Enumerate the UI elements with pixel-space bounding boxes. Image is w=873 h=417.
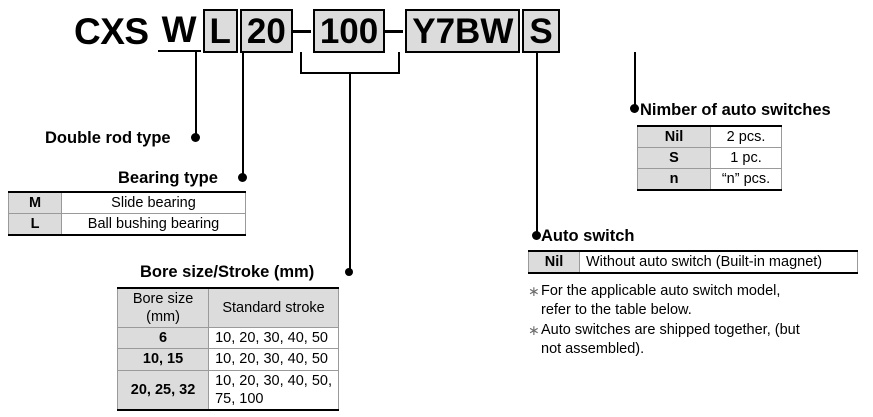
stroke-line1: 10, 20, 30, 40, 50, (215, 372, 332, 389)
table-row: Nil 2 pcs. (637, 125, 782, 149)
table-row: S 1 pc. (637, 147, 782, 170)
leader-auto-switch (536, 52, 538, 235)
note-item: ∗ Auto switches are shipped together, (b… (528, 321, 850, 359)
note-text: For the applicable auto switch model, re… (541, 282, 850, 320)
bore-size-value: 20, 25, 32 (116, 369, 210, 411)
leader-double-rod (195, 50, 197, 138)
switch-quantity-table: Nil 2 pcs. S 1 pc. n “n” pcs. (637, 125, 782, 192)
asterisk-icon: ∗ (528, 322, 540, 339)
bore-stroke-header-stroke: Standard stroke (208, 287, 339, 329)
standard-stroke-value: 10, 20, 30, 40, 50, 75, 100 (208, 369, 339, 411)
leader-dot-bearing-type (238, 173, 247, 182)
leader-dot-double-rod (191, 133, 200, 142)
switch-quantity-code: S (637, 147, 711, 170)
section-label-bore-stroke: Bore size/Stroke (mm) (140, 263, 315, 281)
auto-switch-table: Nil Without auto switch (Built-in magnet… (528, 249, 858, 275)
code-segment-bore-size: 20 (239, 9, 293, 53)
code-segment-auto-switch: Y7BW (405, 9, 521, 53)
bearing-type-code: L (8, 213, 62, 237)
switch-quantity-desc: “n” pcs. (710, 168, 782, 192)
stroke-line2: 75, 100 (215, 390, 264, 407)
code-segment-bearing-type: L (202, 9, 238, 53)
auto-switch-code: Nil (528, 249, 580, 275)
bearing-type-desc: Slide bearing (61, 191, 246, 215)
code-segment-switch-quantity: S (522, 9, 560, 53)
switch-quantity-code: n (637, 168, 711, 192)
leader-stroke-right (398, 52, 400, 74)
bore-stroke-table: Bore size (mm) Standard stroke 6 10, 20,… (116, 287, 339, 411)
table-row: n “n” pcs. (637, 168, 782, 192)
leader-switch-quantity (634, 52, 636, 108)
bore-header-line1: Bore size (132, 291, 194, 307)
leader-bore-stroke-drop (349, 72, 351, 272)
bore-stroke-header-bore: Bore size (mm) (116, 287, 210, 329)
note2-line2: not assembled). (541, 341, 645, 358)
auto-switch-desc: Without auto switch (Built-in magnet) (579, 249, 858, 275)
section-label-auto-switch: Auto switch (541, 227, 635, 245)
section-label-double-rod: Double rod type (45, 129, 171, 147)
section-label-bearing-type: Bearing type (118, 169, 218, 187)
standard-stroke-value: 10, 20, 30, 40, 50 (208, 348, 339, 371)
code-dash-1 (292, 29, 311, 33)
note2-line1: Auto switches are shipped together, (but (541, 322, 800, 339)
note1-line1: For the applicable auto switch model, (541, 283, 781, 299)
asterisk-icon: ∗ (528, 283, 540, 299)
leader-dot-switch-quantity (630, 104, 639, 113)
auto-switch-notes: ∗ For the applicable auto switch model, … (528, 282, 850, 361)
table-row: 6 10, 20, 30, 40, 50 (116, 327, 339, 350)
bearing-type-desc: Ball bushing bearing (61, 213, 246, 237)
code-prefix: CXS (74, 10, 149, 52)
table-row: L Ball bushing bearing (8, 213, 246, 237)
table-row: M Slide bearing (8, 191, 246, 215)
bore-size-value: 10, 15 (116, 348, 210, 371)
table-row: Nil Without auto switch (Built-in magnet… (528, 249, 858, 275)
part-number-code: CXS W L 20 100 Y7BW S (74, 8, 560, 54)
leader-bore-left (300, 52, 302, 74)
bore-size-value: 6 (116, 327, 210, 350)
table-header-row: Bore size (mm) Standard stroke (116, 287, 339, 329)
leader-dot-auto-switch (532, 231, 541, 240)
leader-dot-bore-stroke (345, 268, 353, 276)
leader-bearing-type (242, 52, 244, 174)
code-segment-stroke: 100 (312, 9, 386, 53)
bore-header-line2: (mm) (146, 309, 180, 326)
table-row: 10, 15 10, 20, 30, 40, 50 (116, 348, 339, 371)
section-label-switch-quantity: Nimber of auto switches (640, 101, 831, 119)
code-segment-double-rod: W (157, 10, 201, 52)
switch-quantity-desc: 1 pc. (710, 147, 782, 170)
note-item: ∗ For the applicable auto switch model, … (528, 282, 850, 320)
note-text: Auto switches are shipped together, (but… (541, 321, 850, 359)
switch-quantity-desc: 2 pcs. (710, 125, 782, 149)
bearing-type-table: M Slide bearing L Ball bushing bearing (8, 191, 246, 237)
note1-line2: refer to the table below. (541, 302, 692, 319)
code-dash-2 (385, 29, 404, 33)
switch-quantity-code: Nil (637, 125, 711, 149)
table-row: 20, 25, 32 10, 20, 30, 40, 50, 75, 100 (116, 369, 339, 411)
standard-stroke-value: 10, 20, 30, 40, 50 (208, 327, 339, 350)
bearing-type-code: M (8, 191, 62, 215)
